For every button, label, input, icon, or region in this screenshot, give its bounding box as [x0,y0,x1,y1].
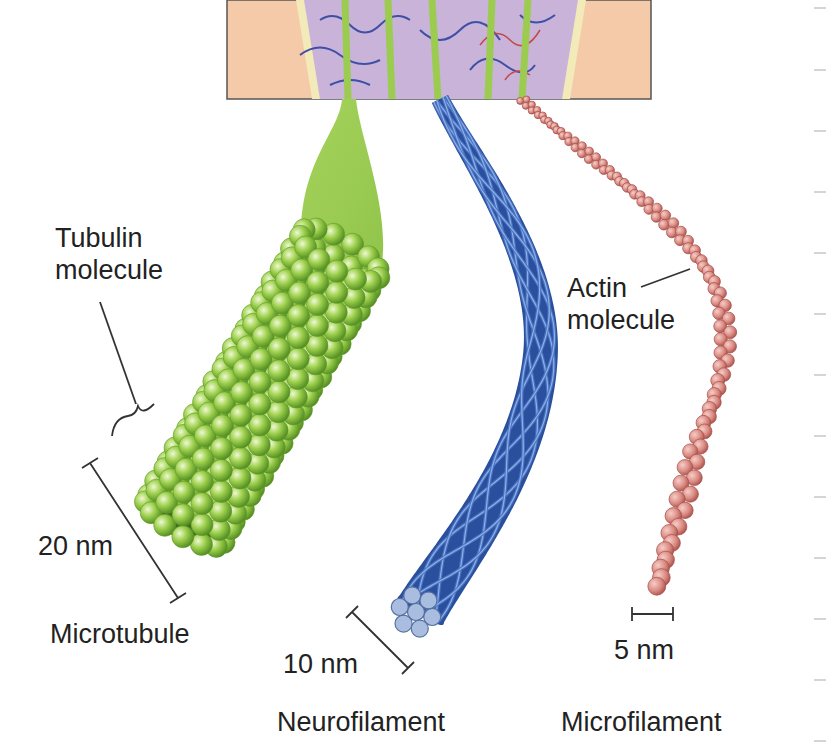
actin-bead [648,577,666,595]
strand-highlight [435,101,548,621]
actin-bead [668,218,679,229]
tubulin-sphere [210,480,232,502]
actin-bead [659,220,670,231]
tubulin-sphere [249,414,271,436]
structure-name: Microtubule [50,618,190,650]
tubulin-sphere [191,514,213,536]
tubulin-sphere [191,471,213,493]
microtubule-body [145,99,383,547]
tubulin-sphere [249,371,271,393]
tubulin-sphere [211,437,233,459]
actin-beads [517,96,737,595]
structure-name: Microfilament [561,706,722,738]
axon-section [227,0,651,99]
tubulin-sphere [288,305,310,327]
tubulin-sphere [191,493,213,515]
tubulin-sphere [268,360,290,382]
filament-end [395,615,412,632]
dimension-label: 20 nm [38,530,113,562]
tubulin-sphere [268,381,290,403]
tubulin-spheres [134,218,389,560]
neurofilament-strand [435,101,548,621]
tubulin-sphere [287,348,309,370]
actin-bead [517,97,524,104]
tubulin-sphere [326,281,348,303]
actin-bead [660,210,670,220]
part-label: Tubulin molecule [55,222,215,287]
tubulin-sphere [287,327,309,349]
neurofilament-strands [391,95,558,637]
tubulin-sphere [210,459,232,481]
strand-highlight [423,96,555,614]
dimension-label: 10 nm [283,648,358,680]
page-ticks [814,8,826,741]
strand-highlight [402,101,539,602]
tubulin-sphere [172,526,194,548]
neurofilament-strand [402,101,539,602]
tubulin-sphere [326,260,348,282]
tubulin-sphere [229,447,251,469]
tubulin-sphere [307,293,329,315]
filament-end [404,587,421,604]
part-label: Actin molecule [567,272,717,337]
tubulin-sphere [306,315,328,337]
filament-end [411,620,428,637]
actin-bead [585,147,594,156]
tubulin-sphere [230,426,252,448]
tubulin-sphere [172,504,194,526]
tubulin-sphere [307,271,329,293]
tubulin-sphere [249,393,271,415]
tubulin-sphere [230,404,252,426]
neurofilament-strand [423,96,555,614]
neurofilament-body [397,95,557,625]
actin-bead [651,212,661,222]
structure-name: Neurofilament [277,706,445,738]
filament-end [420,592,437,609]
dimension-label: 5 nm [614,634,674,666]
tubulin-sphere [268,338,290,360]
